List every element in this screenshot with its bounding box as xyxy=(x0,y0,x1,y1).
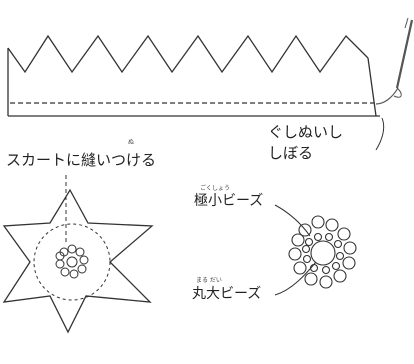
strip-right-edge xyxy=(367,57,377,117)
round-beads-label: 丸大ビーズ xyxy=(192,286,262,302)
star-bead-cluster xyxy=(55,244,89,279)
star-stitch-circle xyxy=(33,223,111,301)
tiny-beads-leader xyxy=(274,204,311,237)
thread xyxy=(375,87,399,105)
tiny-beads-label: 極小ビーズ xyxy=(194,193,264,209)
round-beads-ruby: まる だい xyxy=(196,277,222,284)
center-round-bead xyxy=(310,240,336,266)
round-beads-leader xyxy=(274,261,317,296)
running-stitch-label-line1: ぐしぬいし xyxy=(268,123,344,141)
sew-to-skirt-label: スカートに縫いつける xyxy=(6,151,157,169)
tiny-beads-ruby: ごくしょう xyxy=(200,185,231,192)
bead-ring-detail xyxy=(288,215,357,289)
sew-to-skirt-ruby: ぬ xyxy=(128,139,135,146)
zigzag-fabric-strip xyxy=(7,34,380,117)
star-fabric xyxy=(2,188,154,334)
running-stitch-leader xyxy=(375,117,385,151)
running-stitch-label-line2: しぼる xyxy=(268,144,314,162)
zigzag-top-edge xyxy=(7,34,369,74)
needle-icon xyxy=(375,17,414,105)
